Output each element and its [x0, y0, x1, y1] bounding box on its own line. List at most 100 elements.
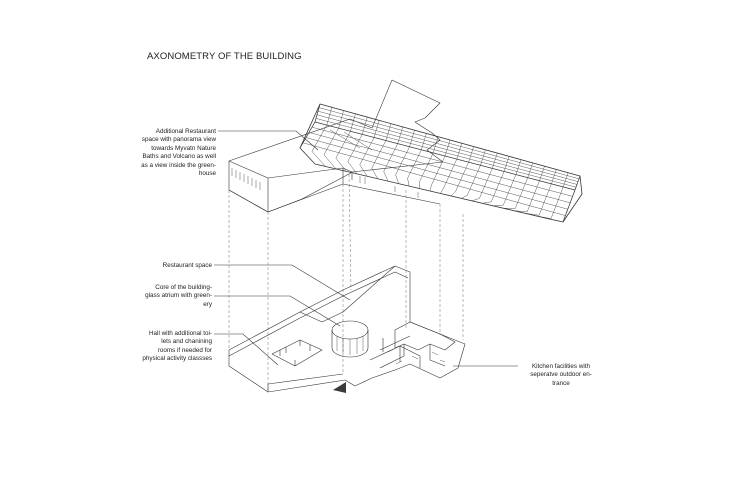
- kitchen-partitions: [369, 335, 446, 369]
- greenhouse-frame-member: [524, 212, 540, 216]
- annotation-core: Core of the building- glass atrium with …: [128, 284, 212, 309]
- greenhouse-frame-grid: [299, 103, 581, 223]
- annotation-line: seperatve outdoor en-: [530, 371, 592, 379]
- atrium-body: [331, 330, 369, 358]
- greenhouse-frame-member: [515, 159, 522, 175]
- annotation-line: as a view inside the green-: [141, 161, 216, 169]
- greenhouse-frame-member: [305, 137, 568, 210]
- annotation-line: Additional Restaurant: [155, 128, 216, 135]
- greenhouse-frame-member: [539, 166, 545, 181]
- annotation-line: physical activity classses: [142, 355, 212, 363]
- greenhouse-frame-member: [329, 129, 361, 149]
- annotation-line: trance: [552, 379, 570, 387]
- greenhouse-frame-member: [440, 188, 444, 194]
- greenhouse-frame-member: [383, 171, 389, 182]
- greenhouse-frame-member: [455, 162, 469, 192]
- leader-core: [214, 295, 341, 327]
- greenhouse-frame-member: [526, 180, 540, 212]
- greenhouse-frame-member: [335, 131, 351, 159]
- greenhouse-frame-member: [503, 156, 510, 172]
- greenhouse-frame-member: [395, 174, 399, 184]
- greenhouse-frame-member: [492, 153, 498, 169]
- greenhouse-frame-member: [562, 172, 569, 187]
- greenhouse-outline: [299, 103, 583, 223]
- greenhouse-frame-member: [317, 110, 579, 182]
- entrance-triangle-icon: [333, 382, 346, 393]
- greenhouse-frame-member: [431, 155, 446, 186]
- greenhouse-frame-member: [409, 130, 415, 147]
- annotation-line: glass atrium with green-: [145, 292, 212, 300]
- greenhouse-frame-member: [480, 149, 486, 166]
- greenhouse-frame-member: [362, 117, 368, 135]
- greenhouse-frame-member: [534, 215, 552, 219]
- annotation-restaurant-space: Restaurant space: [128, 262, 212, 270]
- greenhouse-frame-member: [326, 107, 333, 126]
- annotation-line: house: [198, 170, 216, 178]
- greenhouse-frame-member: [482, 201, 492, 204]
- annotation-line: towards Myvatn Nature: [151, 144, 216, 152]
- greenhouse-frame-member: [311, 126, 573, 197]
- greenhouse-frame-member: [315, 118, 577, 188]
- greenhouse-frame-member: [491, 171, 505, 202]
- greenhouse-frame-member: [461, 194, 468, 199]
- greenhouse-frame-member: [492, 204, 504, 206]
- greenhouse-frame-member: [350, 113, 356, 132]
- greenhouse-frame-member: [407, 178, 410, 187]
- kitchen-fixtures: [387, 348, 446, 365]
- greenhouse-frame-member: [318, 107, 580, 180]
- greenhouse-frame-member: [395, 146, 410, 176]
- greenhouse-frame-member: [299, 121, 316, 149]
- greenhouse-frame-member: [551, 169, 557, 184]
- greenhouse-frame-member: [371, 168, 378, 179]
- greenhouse-frame-member: [373, 120, 380, 138]
- greenhouse-frame-member: [527, 162, 533, 178]
- annotation-line: rooms if needed for: [157, 346, 212, 354]
- greenhouse-frame-member: [574, 175, 581, 191]
- annotation-line: Kitchen facilities with: [531, 363, 591, 370]
- greenhouse-frame-member: [385, 123, 392, 141]
- greenhouse-frame-member: [503, 174, 517, 206]
- leader-restaurant-space: [214, 264, 351, 301]
- greenhouse-frame-member: [471, 198, 480, 202]
- greenhouse-frame-member: [544, 217, 564, 223]
- leader-lines: [214, 130, 518, 367]
- upper-window-ticks: [231, 168, 419, 198]
- annotation-additional-restaurant: Additional Restaurant space with panoram…: [128, 128, 216, 178]
- annotation-line: Core of the building-: [155, 284, 212, 291]
- greenhouse-frame-member: [562, 189, 576, 223]
- leader-hall: [214, 333, 279, 366]
- plan-wall-thickness: [228, 271, 409, 392]
- upper-level: [228, 79, 583, 223]
- hall-room: [271, 339, 323, 367]
- greenhouse-frame-member: [479, 168, 493, 199]
- annotation-line: Baths and Volcano as well: [142, 153, 216, 161]
- greenhouse-frame-member: [397, 126, 403, 144]
- restaurant-wall: [299, 265, 396, 319]
- page-title: AXONOMETRY OF THE BUILDING: [147, 51, 302, 62]
- atrium-mullions: [336, 336, 364, 355]
- greenhouse-frame-member: [359, 137, 375, 165]
- annotation-kitchen: Kitchen facilities with seperatve outdoo…: [518, 363, 604, 388]
- greenhouse-frame-member: [323, 154, 337, 170]
- atrium-top: [331, 320, 369, 340]
- greenhouse-frame-member: [421, 133, 427, 150]
- hall-room-walls: [279, 340, 311, 366]
- annotation-hall: Hall with additional toi- lets and chani…: [128, 330, 212, 364]
- annotation-line: ery: [203, 300, 212, 308]
- greenhouse-frame-member: [443, 158, 458, 189]
- projection-lines: [228, 173, 464, 392]
- greenhouse-frame-member: [538, 183, 552, 216]
- annotation-line: lets and chanining: [161, 338, 212, 346]
- greenhouse-frame-member: [347, 161, 358, 174]
- greenhouse-frame-member: [432, 136, 439, 153]
- greenhouse-frame-member: [311, 151, 326, 167]
- annotation-line: Hall with additional toi-: [149, 330, 212, 337]
- greenhouse-frame-member: [316, 114, 578, 185]
- annotation-line: space with panorama view: [141, 136, 216, 144]
- greenhouse-frame-member: [299, 147, 316, 165]
- greenhouse-frame-member: [314, 103, 321, 123]
- annotation-line: Restaurant space: [162, 262, 212, 269]
- greenhouse-frame-member: [550, 186, 564, 219]
- greenhouse-frame-member: [308, 132, 571, 204]
